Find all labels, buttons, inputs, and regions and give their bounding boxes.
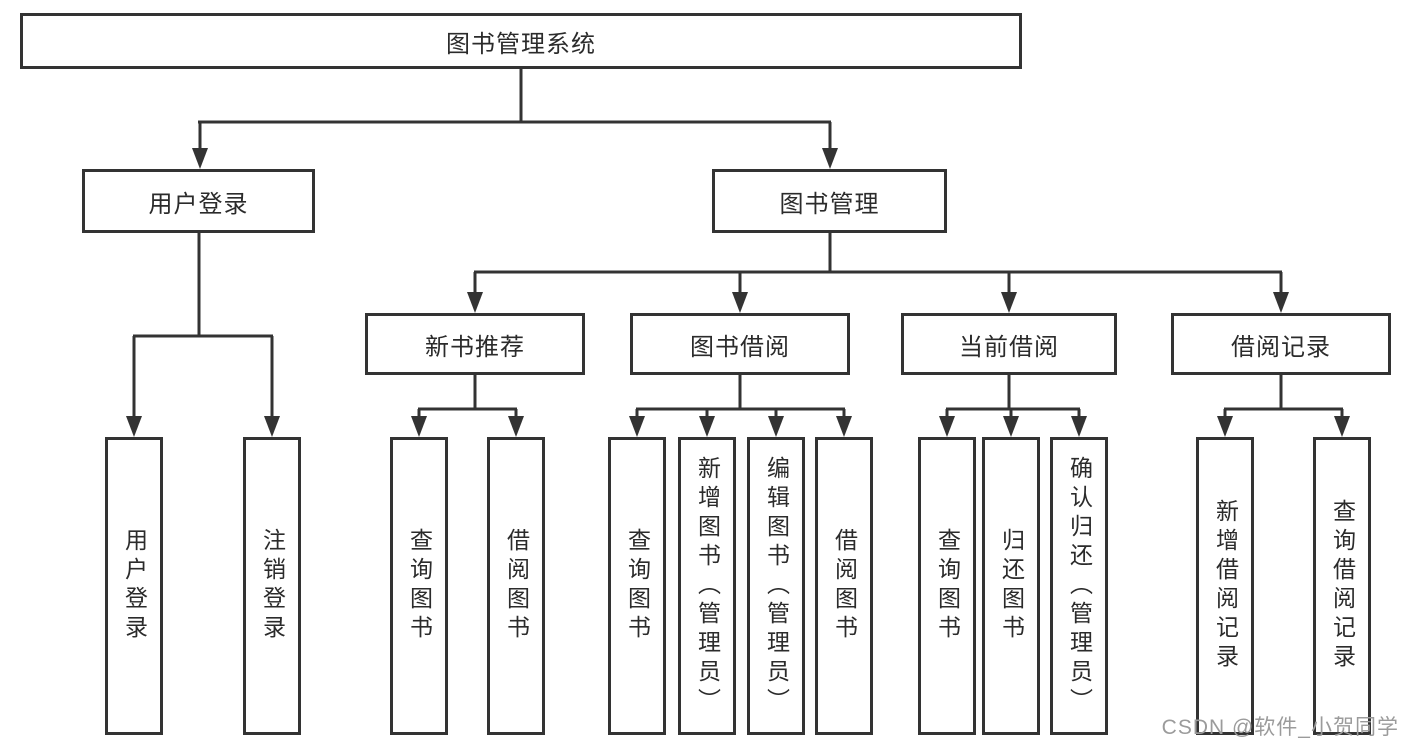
node-return-books: 归还图书 (982, 437, 1040, 735)
node-borrowing-records: 借阅记录 (1171, 313, 1391, 375)
node-borrow-books: 借阅图书 (815, 437, 873, 735)
node-query-books-current: 查询图书 (918, 437, 976, 735)
node-add-borrow-record: 新增借阅记录 (1196, 437, 1254, 735)
node-new-book-recommendation: 新书推荐 (365, 313, 585, 375)
node-user-login: 用户登录 (105, 437, 163, 735)
node-label: 查询图书 (934, 528, 961, 644)
node-label: 新增借阅记录 (1212, 499, 1239, 673)
node-user-login-module: 用户登录 (82, 169, 315, 233)
node-query-books-recommend: 查询图书 (390, 437, 448, 735)
node-label: 查询图书 (624, 528, 651, 644)
node-label: 查询图书 (406, 528, 433, 644)
node-label: 借阅图书 (503, 528, 530, 644)
node-label: 查询借阅记录 (1329, 499, 1356, 673)
node-label: 确认归还（管理员） (1066, 455, 1093, 717)
node-current-borrowing: 当前借阅 (901, 313, 1117, 375)
node-label: 新增图书（管理员） (694, 455, 721, 717)
node-query-borrow-record: 查询借阅记录 (1313, 437, 1371, 735)
node-label: 注销登录 (259, 528, 286, 644)
node-edit-books-admin: 编辑图书（管理员） (747, 437, 805, 735)
node-library-management-system: 图书管理系统 (20, 13, 1022, 69)
node-label: 借阅图书 (831, 528, 858, 644)
node-query-books-borrowing: 查询图书 (608, 437, 666, 735)
node-add-books-admin: 新增图书（管理员） (678, 437, 736, 735)
node-label: 归还图书 (998, 528, 1025, 644)
node-label: 用户登录 (121, 528, 148, 644)
node-logout: 注销登录 (243, 437, 301, 735)
node-book-borrowing: 图书借阅 (630, 313, 850, 375)
node-borrow-books-recommend: 借阅图书 (487, 437, 545, 735)
node-confirm-return-admin: 确认归还（管理员） (1050, 437, 1108, 735)
csdn-watermark: CSDN @软件_小贺同学 (1161, 716, 1399, 739)
node-book-management-module: 图书管理 (712, 169, 947, 233)
node-label: 编辑图书（管理员） (763, 455, 790, 717)
